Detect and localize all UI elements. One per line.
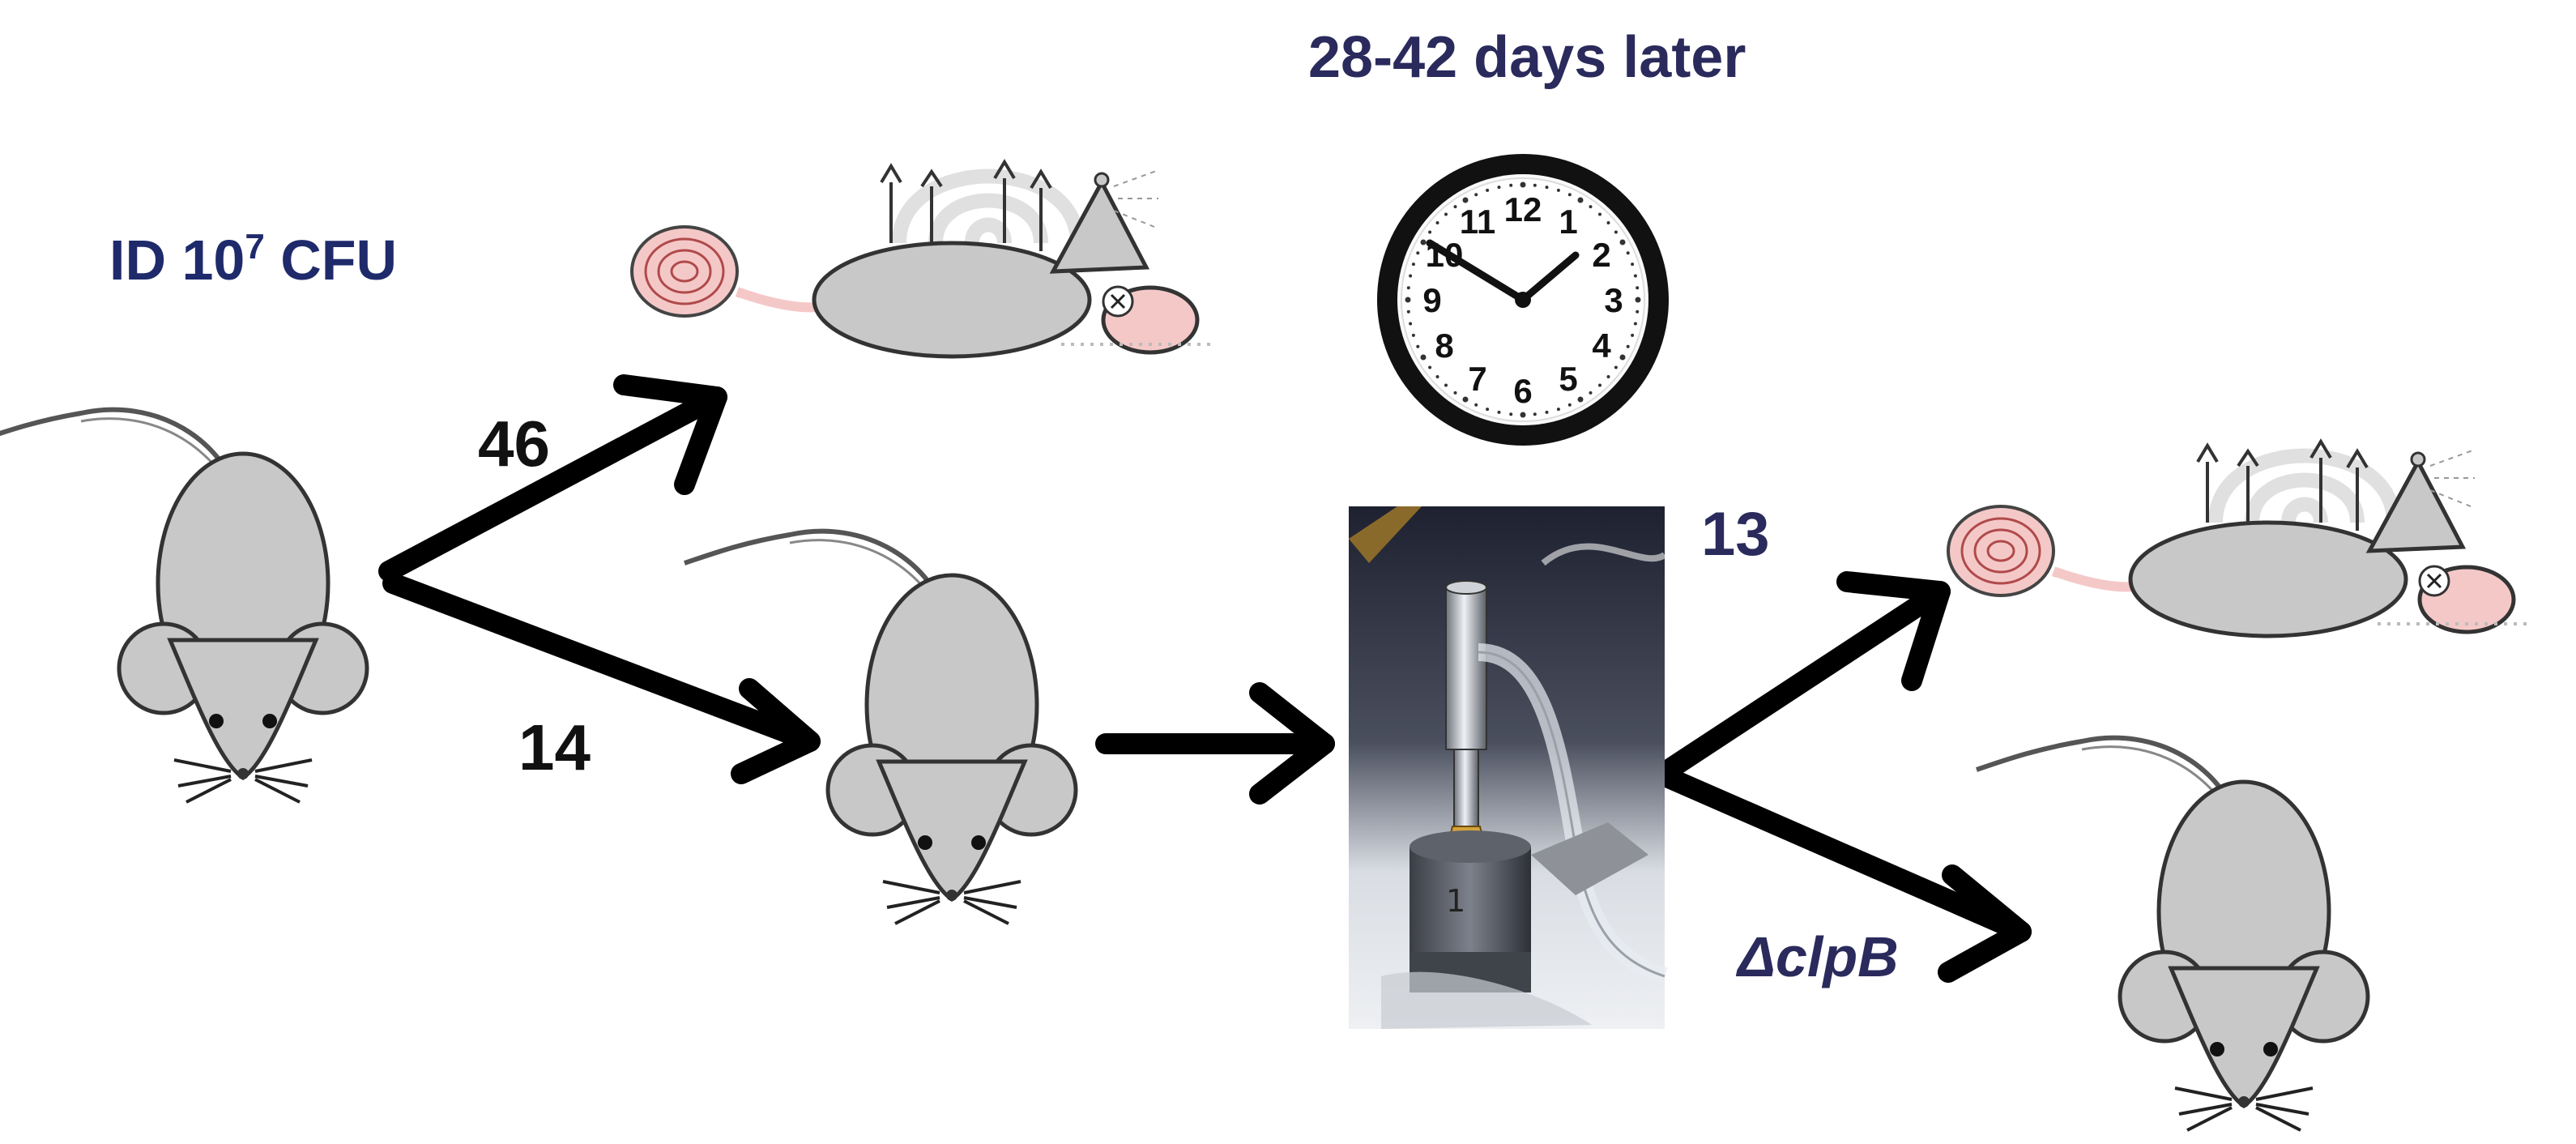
arrow-head-to-survivor — [731, 678, 821, 784]
clock-tick — [1486, 408, 1490, 412]
clock-tick — [1428, 230, 1432, 234]
clock-tick — [1635, 297, 1641, 303]
clock-tick — [1567, 193, 1572, 197]
clock-tick — [1409, 274, 1413, 278]
clock-tick — [1636, 286, 1640, 290]
clock-tick — [1556, 188, 1560, 192]
clock-tick — [1462, 197, 1469, 203]
clock-tick — [1462, 396, 1469, 403]
clock-tick — [1406, 286, 1410, 290]
clock-tick — [1520, 181, 1526, 188]
clock-tick — [1631, 263, 1635, 267]
arrows — [378, 374, 2032, 983]
arrow-head-to-aerosol — [1249, 682, 1335, 805]
mutant-label: ΔclpB — [1735, 925, 1899, 988]
clock-tick — [1416, 344, 1420, 348]
arrow-head-to-dead — [613, 374, 727, 495]
clock-numeral: 8 — [1435, 327, 1453, 365]
clock-tick — [1474, 403, 1478, 407]
clock-tick — [1545, 186, 1549, 190]
clock-tick — [1520, 412, 1526, 418]
clock-tick — [1567, 403, 1572, 407]
clock-tick — [1444, 383, 1448, 387]
clock-numeral: 2 — [1592, 236, 1610, 274]
count-died-label: 46 — [478, 408, 550, 480]
clock-tick — [1533, 183, 1537, 187]
clock-numeral: 1 — [1559, 203, 1577, 241]
clock-numeral: 7 — [1468, 360, 1486, 398]
clock-tick — [1606, 221, 1610, 224]
clock-tick — [1619, 354, 1626, 361]
clock-tick — [1416, 251, 1420, 255]
dead-mouse-icon — [1948, 442, 2531, 636]
clock-tick — [1509, 183, 1513, 187]
clock-tick — [1428, 365, 1432, 369]
mouse-icon — [685, 531, 1076, 924]
count-survived-label: 14 — [518, 711, 591, 783]
arrow-to-dead — [378, 386, 727, 582]
clock-tick — [1453, 391, 1457, 395]
clock-tick — [1577, 396, 1584, 403]
clock-numeral: 4 — [1592, 327, 1611, 365]
clock-tick — [1589, 205, 1593, 209]
clock-tick — [1453, 205, 1457, 209]
clock-numeral: 3 — [1604, 281, 1623, 319]
clock-tick — [1533, 412, 1537, 416]
clock-numeral: 6 — [1513, 372, 1532, 410]
clock-tick — [1509, 412, 1513, 416]
clock-tick — [1589, 391, 1593, 395]
clock-tick — [1614, 365, 1618, 369]
clock-tick — [1420, 239, 1427, 245]
aerosol-apparatus-photo: 1 — [1349, 506, 1668, 1029]
clock-numeral: 5 — [1559, 360, 1577, 398]
mouse-icon — [0, 410, 367, 802]
clock-tick — [1545, 410, 1549, 414]
clock-tick — [1636, 309, 1640, 314]
clock-tick — [1420, 354, 1427, 361]
clock-tick — [1556, 408, 1560, 412]
arrow-to-survivor — [382, 573, 821, 752]
time-delay-label: 28-42 days later — [1308, 25, 1746, 90]
clock-numeral: 9 — [1422, 281, 1441, 319]
clock-tick — [1598, 212, 1601, 216]
arrow-head-to-dead-right — [1836, 571, 1951, 691]
clock-tick — [1497, 410, 1501, 414]
clock-numerals: 121234567891011 — [1405, 181, 1641, 418]
clock-tick — [1406, 309, 1410, 314]
clock-tick — [1631, 333, 1635, 337]
clock-tick — [1626, 251, 1630, 255]
arrow-to-survivor-right — [1658, 767, 2032, 942]
clock-tick — [1626, 344, 1630, 348]
clock-tick — [1435, 221, 1439, 224]
clock-tick — [1633, 322, 1637, 326]
clock-numeral: 11 — [1460, 203, 1495, 241]
clock-tick — [1606, 375, 1610, 378]
dead-mouse-icon — [632, 162, 1215, 356]
clock-tick — [1577, 197, 1584, 203]
mouse-icon — [1977, 738, 2368, 1130]
clock-tick — [1619, 239, 1626, 245]
dose-label: ID 107 CFU — [109, 227, 397, 292]
count-rechallenged-label: 13 — [1701, 500, 1770, 569]
clock-tick — [1633, 274, 1637, 278]
clock-tick — [1614, 230, 1618, 234]
clock-tick — [1411, 333, 1415, 337]
clock-tick — [1411, 263, 1415, 267]
clock-tick — [1405, 297, 1411, 303]
clock-icon: 121234567891011 — [1377, 154, 1669, 446]
clock-tick — [1598, 383, 1601, 387]
clock-tick — [1486, 188, 1490, 192]
clock-numeral: 12 — [1504, 190, 1542, 228]
vial-number: 1 — [1446, 883, 1465, 919]
arrow-to-dead-right — [1658, 581, 1951, 780]
clock-tick — [1444, 212, 1448, 216]
clock-tick — [1435, 375, 1439, 378]
clock-tick — [1409, 322, 1413, 326]
clock-tick — [1474, 193, 1478, 197]
arrow-head-to-survivor-right — [1938, 864, 2032, 983]
clock-tick — [1497, 186, 1501, 190]
